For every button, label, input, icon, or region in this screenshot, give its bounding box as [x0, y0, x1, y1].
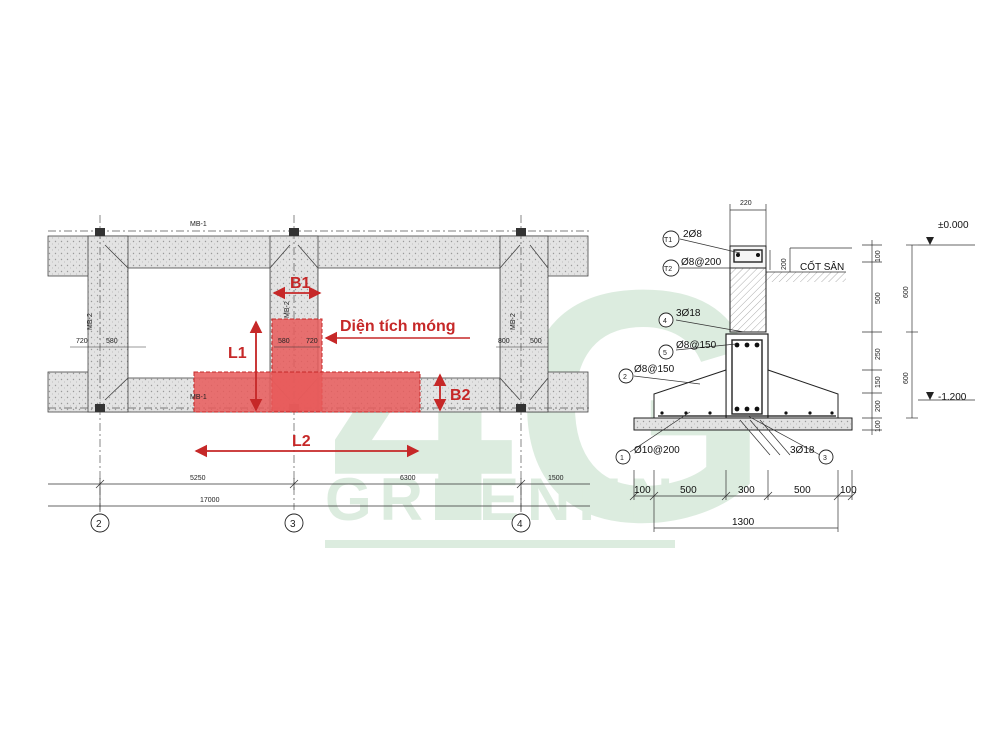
right-dim-600a: 600: [903, 286, 910, 298]
span-1500: 1500: [548, 475, 564, 482]
bottom-dim-500b: 500: [794, 485, 811, 496]
bottom-dim-300: 300: [738, 485, 755, 496]
label-area: Diện tích móng: [340, 318, 456, 335]
right-dim-100a: 100: [875, 250, 882, 262]
span-6300: 6300: [400, 475, 416, 482]
label-floor-level: CỐT SÂN: [800, 259, 844, 273]
beam-label-mb2-mid: MB-2: [284, 301, 291, 318]
label-b2: B2: [450, 387, 471, 404]
beam-label-mb2-right: MB-2: [510, 313, 517, 330]
label-l2: L2: [292, 433, 311, 450]
level-top: ±0.000: [938, 220, 969, 231]
level-bottom: -1.200: [938, 392, 967, 403]
mark-t1: T1: [664, 237, 672, 244]
right-dim-250: 250: [875, 348, 882, 360]
rebar-4: 3Ø18: [676, 308, 701, 319]
dim-720-mid: 720: [306, 338, 318, 345]
dim-800: 800: [498, 338, 510, 345]
dim-720-left: 720: [76, 338, 88, 345]
dim-500: 500: [530, 338, 542, 345]
dim-580-left: 580: [106, 338, 118, 345]
beam-label-mb2-left: MB-2: [87, 313, 94, 330]
right-dim-500: 500: [875, 292, 882, 304]
right-dim-150: 150: [875, 376, 882, 388]
rebar-3: 3Ø18: [790, 445, 815, 456]
red-dimension-arrows: [194, 286, 470, 458]
rebar-t1: 2Ø8: [683, 229, 702, 240]
span-5250: 5250: [190, 475, 206, 482]
bottom-dim-total: 1300: [732, 517, 755, 528]
mark-1: 1: [620, 455, 624, 462]
bottom-dim-500a: 500: [680, 485, 697, 496]
mark-4: 4: [663, 318, 667, 325]
right-dim-100b: 100: [875, 420, 882, 432]
label-l1: L1: [228, 345, 247, 362]
dim-220: 220: [740, 200, 752, 207]
foundation-section: 220: [615, 200, 975, 532]
watermark-name: GREENHN: [325, 466, 681, 533]
rebar-2: Ø8@150: [634, 364, 675, 375]
right-dim-600b: 600: [903, 372, 910, 384]
grid-axis-4: 4: [517, 519, 523, 530]
foundation-plan: MB-1 MB-1 MB-2 MB-2 MB-2 720 580 580 720…: [47, 215, 590, 533]
foundation-area-highlight: [193, 318, 421, 413]
rebar-5: Ø8@150: [676, 340, 717, 351]
dim-580-mid: 580: [278, 338, 290, 345]
bottom-dim-100b: 100: [840, 485, 857, 496]
grid-axis-2: 2: [96, 519, 102, 530]
mark-3: 3: [823, 455, 827, 462]
right-dim-200: 200: [875, 400, 882, 412]
mark-5: 5: [663, 350, 667, 357]
grid-axis-3: 3: [290, 519, 296, 530]
mark-t2: T2: [664, 266, 672, 273]
dim-200-top: 200: [781, 258, 788, 270]
beam-label-mb1-top: MB-1: [190, 221, 207, 228]
mark-2: 2: [623, 374, 627, 381]
beam-label-mb1-bottom: MB-1: [190, 394, 207, 401]
rebar-1: Ø10@200: [634, 445, 680, 456]
label-b1: B1: [290, 275, 311, 292]
bottom-dim-100a: 100: [634, 485, 651, 496]
rebar-t2: Ø8@200: [681, 257, 722, 268]
total-17000: 17000: [200, 497, 220, 504]
